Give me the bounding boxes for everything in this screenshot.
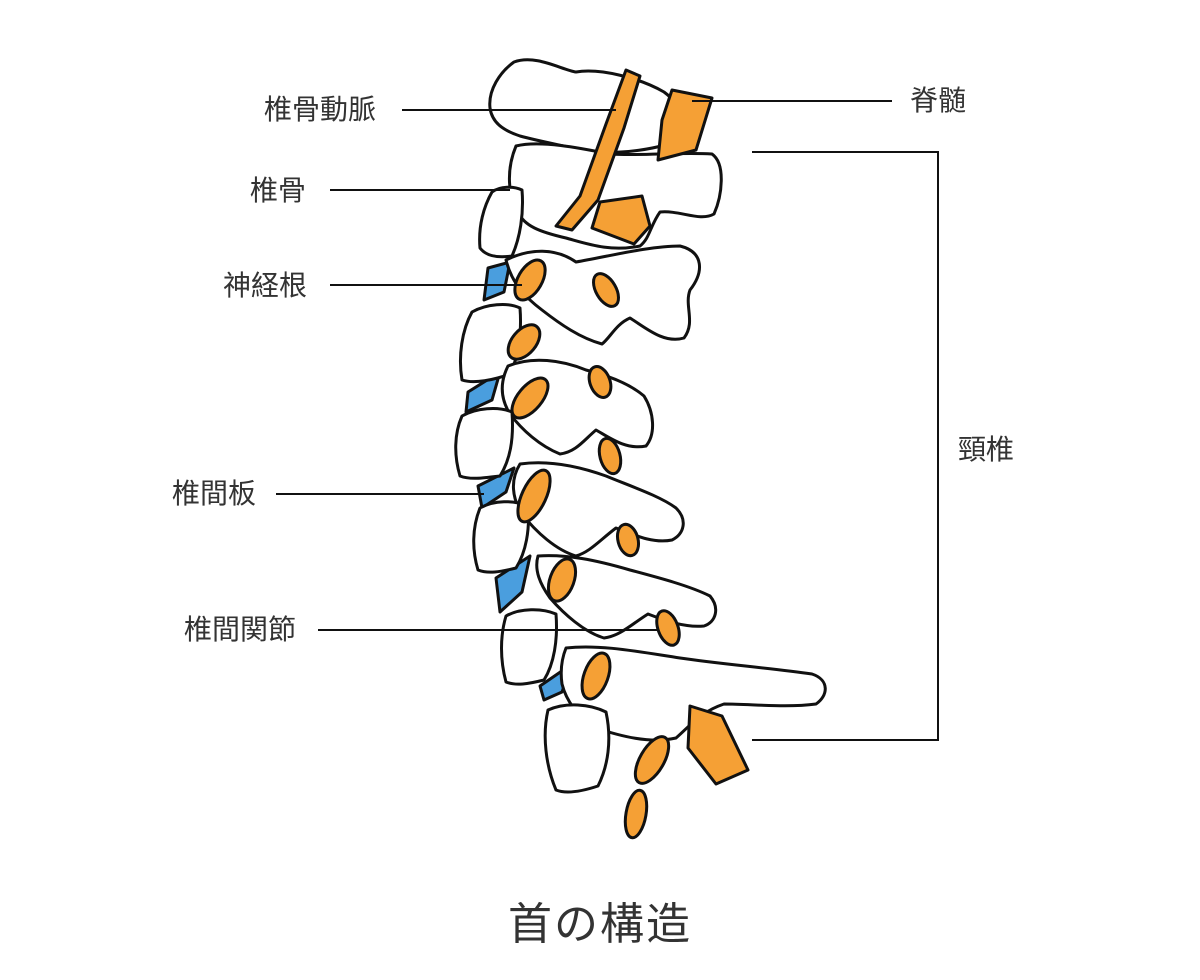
nerve-root-13 [623, 788, 649, 840]
spinal-cord-segment [590, 194, 652, 246]
label-facet-joint: 椎間関節 [184, 613, 297, 646]
vertebra-c2-body [478, 185, 524, 259]
nerve-root-2 [592, 272, 620, 308]
leader-lines [276, 100, 939, 741]
vertebra-c7-body [543, 703, 611, 794]
label-vertebra: 椎骨 [250, 174, 307, 207]
nerve-root-6 [516, 468, 552, 524]
label-vertebral-artery: 椎骨動脈 [264, 93, 377, 126]
label-spinal-cord: 脊髄 [910, 84, 967, 117]
label-cervical-spine: 頸椎 [958, 433, 1015, 466]
nerve-root-11 [655, 609, 681, 647]
nerve-root-12 [633, 735, 671, 785]
spinal-cord-top [656, 88, 714, 162]
label-nerve-root: 神経根 [223, 269, 308, 302]
nerve-root-5 [587, 365, 613, 399]
label-intervertebral-disc: 椎間板 [172, 477, 257, 510]
vertebral-artery [554, 68, 642, 232]
nerve-root-8 [546, 557, 578, 603]
vertebra-c1 [488, 58, 687, 154]
nerve-root-7 [597, 436, 623, 476]
vertebra-c4-body [454, 407, 514, 480]
diagram-title: 首の構造 [508, 899, 692, 950]
cervical-bracket [752, 151, 939, 741]
nerve-root-1 [513, 258, 547, 302]
nerve-root-4 [510, 376, 550, 420]
nerve-root-9 [615, 522, 641, 558]
spinal-cord-bottom [686, 704, 750, 786]
vertebra-c6-body [500, 608, 558, 686]
nerve-root-10 [580, 651, 612, 701]
disc-1 [482, 260, 512, 302]
vertebra-c5-body [472, 500, 530, 574]
nerve-root-3 [506, 323, 542, 361]
